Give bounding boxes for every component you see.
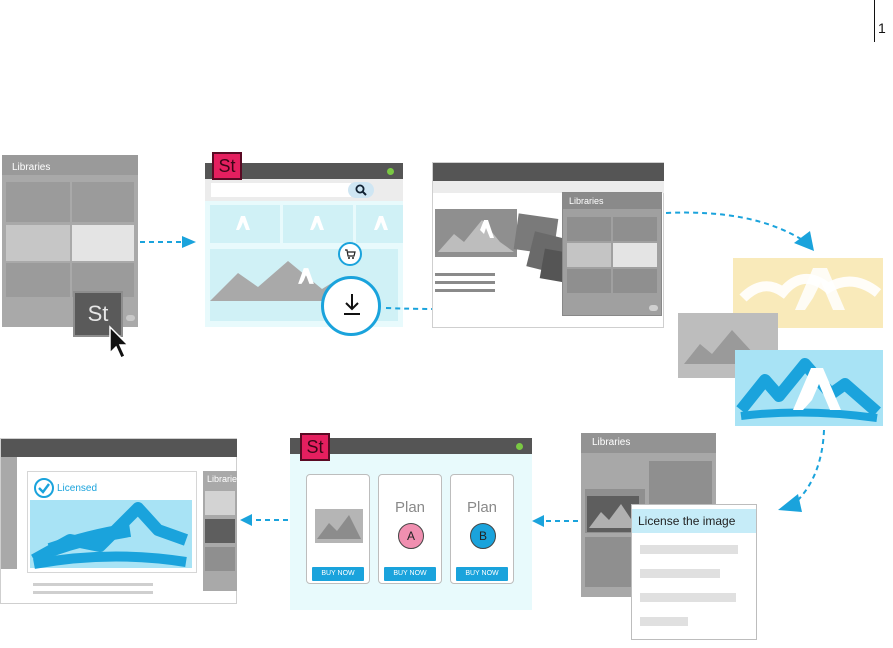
menu-item-placeholder[interactable] bbox=[640, 569, 720, 578]
library-tile bbox=[649, 461, 712, 505]
library-tile bbox=[567, 217, 611, 241]
menu-item-placeholder[interactable] bbox=[640, 545, 738, 554]
placed-image-mountain bbox=[436, 212, 516, 256]
adobe-logo-icon bbox=[297, 267, 315, 285]
library-tile bbox=[205, 491, 235, 515]
stock-badge: St bbox=[300, 433, 330, 461]
adobe-logo-icon bbox=[373, 215, 389, 231]
plan-b-badge: B bbox=[470, 523, 496, 549]
menu-item-placeholder[interactable] bbox=[640, 617, 688, 626]
step7-licensed-image-sketch bbox=[30, 500, 192, 568]
image-card-thumbnail bbox=[315, 509, 363, 543]
cursor-icon bbox=[108, 325, 130, 361]
license-popup: License the image bbox=[631, 504, 757, 640]
page-number: 1 bbox=[878, 20, 886, 36]
library-tile bbox=[567, 269, 611, 293]
library-tile bbox=[205, 519, 235, 543]
plan-a-badge: A bbox=[398, 523, 424, 549]
library-tile bbox=[205, 547, 235, 571]
left-toolbar bbox=[1, 457, 17, 569]
arrow-step5-to-step6 bbox=[530, 514, 580, 528]
step7-panel-title: Libraries bbox=[207, 474, 242, 484]
library-tile bbox=[72, 225, 134, 261]
search-button[interactable] bbox=[348, 182, 374, 198]
image-card[interactable]: BUY NOW bbox=[306, 474, 370, 584]
buy-now-button[interactable]: BUY NOW bbox=[384, 567, 436, 581]
checkmark-icon bbox=[33, 477, 55, 499]
text-line bbox=[33, 583, 153, 586]
search-input[interactable] bbox=[211, 183, 351, 197]
arrow-step6-to-step7 bbox=[238, 513, 290, 527]
stock-badge: St bbox=[212, 152, 242, 180]
license-image-label: License the image bbox=[638, 514, 735, 528]
library-tile bbox=[613, 269, 657, 293]
step4-licensed-image-sketch bbox=[735, 350, 883, 426]
plan-a-card[interactable]: Plan A BUY NOW bbox=[378, 474, 442, 584]
adobe-logo-icon bbox=[235, 215, 251, 231]
library-tile bbox=[613, 217, 657, 241]
page-number-rule bbox=[874, 0, 875, 42]
text-line bbox=[33, 591, 153, 594]
cloud-icon bbox=[649, 305, 658, 311]
step5-panel-title: Libraries bbox=[592, 437, 630, 448]
step3-panel-title: Libraries bbox=[569, 196, 604, 206]
buy-now-button[interactable]: BUY NOW bbox=[456, 567, 508, 581]
library-tile bbox=[6, 225, 70, 261]
status-dot bbox=[387, 168, 394, 175]
library-tile bbox=[613, 243, 657, 267]
step3-libraries-panel bbox=[562, 192, 662, 316]
plan-a-title: Plan bbox=[379, 499, 441, 516]
library-tile bbox=[72, 182, 134, 222]
download-button[interactable] bbox=[321, 276, 381, 336]
library-tile bbox=[6, 263, 70, 297]
step1-panel-title: Libraries bbox=[12, 162, 50, 173]
arrow-step4-to-step5 bbox=[776, 428, 836, 518]
adobe-logo-icon bbox=[309, 215, 325, 231]
licensed-label: Licensed bbox=[57, 483, 97, 494]
window-titlebar bbox=[1, 439, 237, 457]
cart-icon bbox=[344, 248, 356, 260]
arrow-step3-to-step4 bbox=[664, 205, 824, 255]
plan-b-card[interactable]: Plan B BUY NOW bbox=[450, 474, 514, 584]
buy-now-button[interactable]: BUY NOW bbox=[312, 567, 364, 581]
plan-b-title: Plan bbox=[451, 499, 513, 516]
status-dot bbox=[516, 443, 523, 450]
text-line bbox=[435, 289, 495, 292]
search-icon bbox=[355, 184, 367, 196]
download-icon bbox=[342, 293, 362, 317]
license-image-menu-item[interactable]: License the image bbox=[632, 509, 756, 533]
library-tile bbox=[6, 182, 70, 222]
library-tile bbox=[567, 243, 611, 267]
menu-item-placeholder[interactable] bbox=[640, 593, 736, 602]
text-line bbox=[435, 281, 495, 284]
text-line bbox=[435, 273, 495, 276]
cart-button[interactable] bbox=[338, 242, 362, 266]
window-titlebar bbox=[433, 163, 664, 181]
cloud-icon bbox=[126, 315, 135, 321]
step7-libraries-panel bbox=[203, 471, 237, 591]
arrow-step1-to-step2 bbox=[138, 236, 198, 248]
